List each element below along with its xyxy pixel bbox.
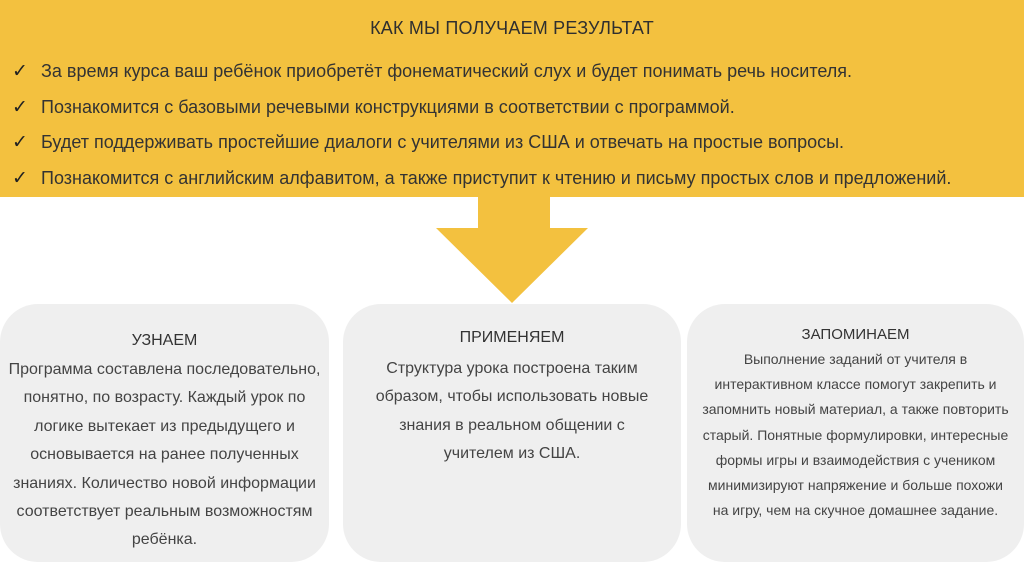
card-learn: УЗНАЕМ Программа составлена последовател… <box>0 304 329 562</box>
card-apply: ПРИМЕНЯЕМ Структура урока построена таки… <box>343 304 681 562</box>
banner-title: КАК МЫ ПОЛУЧАЕМ РЕЗУЛЬТАТ <box>370 18 654 38</box>
list-item: ✓ Будет поддерживать простейшие диалоги … <box>12 125 1022 161</box>
check-icon: ✓ <box>12 96 28 118</box>
card-body: Выполнение заданий от учителя в интеракт… <box>702 351 1009 519</box>
card-body: Программа составлена последовательно, по… <box>8 361 321 549</box>
results-list: ✓ За время курса ваш ребёнок приобретёт … <box>12 54 1022 196</box>
list-item-text: Будет поддерживать простейшие диалоги с … <box>41 132 845 153</box>
list-item: ✓ Познакомится с английским алфавитом, а… <box>12 161 1022 197</box>
card-title: УЗНАЕМ <box>131 332 198 349</box>
list-item-text: Познакомится с английским алфавитом, а т… <box>41 167 952 188</box>
check-icon: ✓ <box>12 167 28 189</box>
list-item: ✓ Познакомится с базовыми речевыми конст… <box>12 90 1022 126</box>
card-title: ЗАПОМИНАЕМ <box>801 326 910 343</box>
check-icon: ✓ <box>12 61 28 83</box>
list-item-text: Познакомится с базовыми речевыми констру… <box>41 96 735 117</box>
card-body: Структура урока построена таким образом,… <box>375 360 649 463</box>
check-icon: ✓ <box>12 132 28 154</box>
list-item: ✓ За время курса ваш ребёнок приобретёт … <box>12 54 1022 90</box>
card-title: ПРИМЕНЯЕМ <box>459 329 565 346</box>
list-item-text: За время курса ваш ребёнок приобретёт фо… <box>41 61 853 82</box>
card-remember: ЗАПОМИНАЕМ Выполнение заданий от учителя… <box>687 304 1024 562</box>
results-banner: КАК МЫ ПОЛУЧАЕМ РЕЗУЛЬТАТ ✓ За время кур… <box>0 0 1024 197</box>
